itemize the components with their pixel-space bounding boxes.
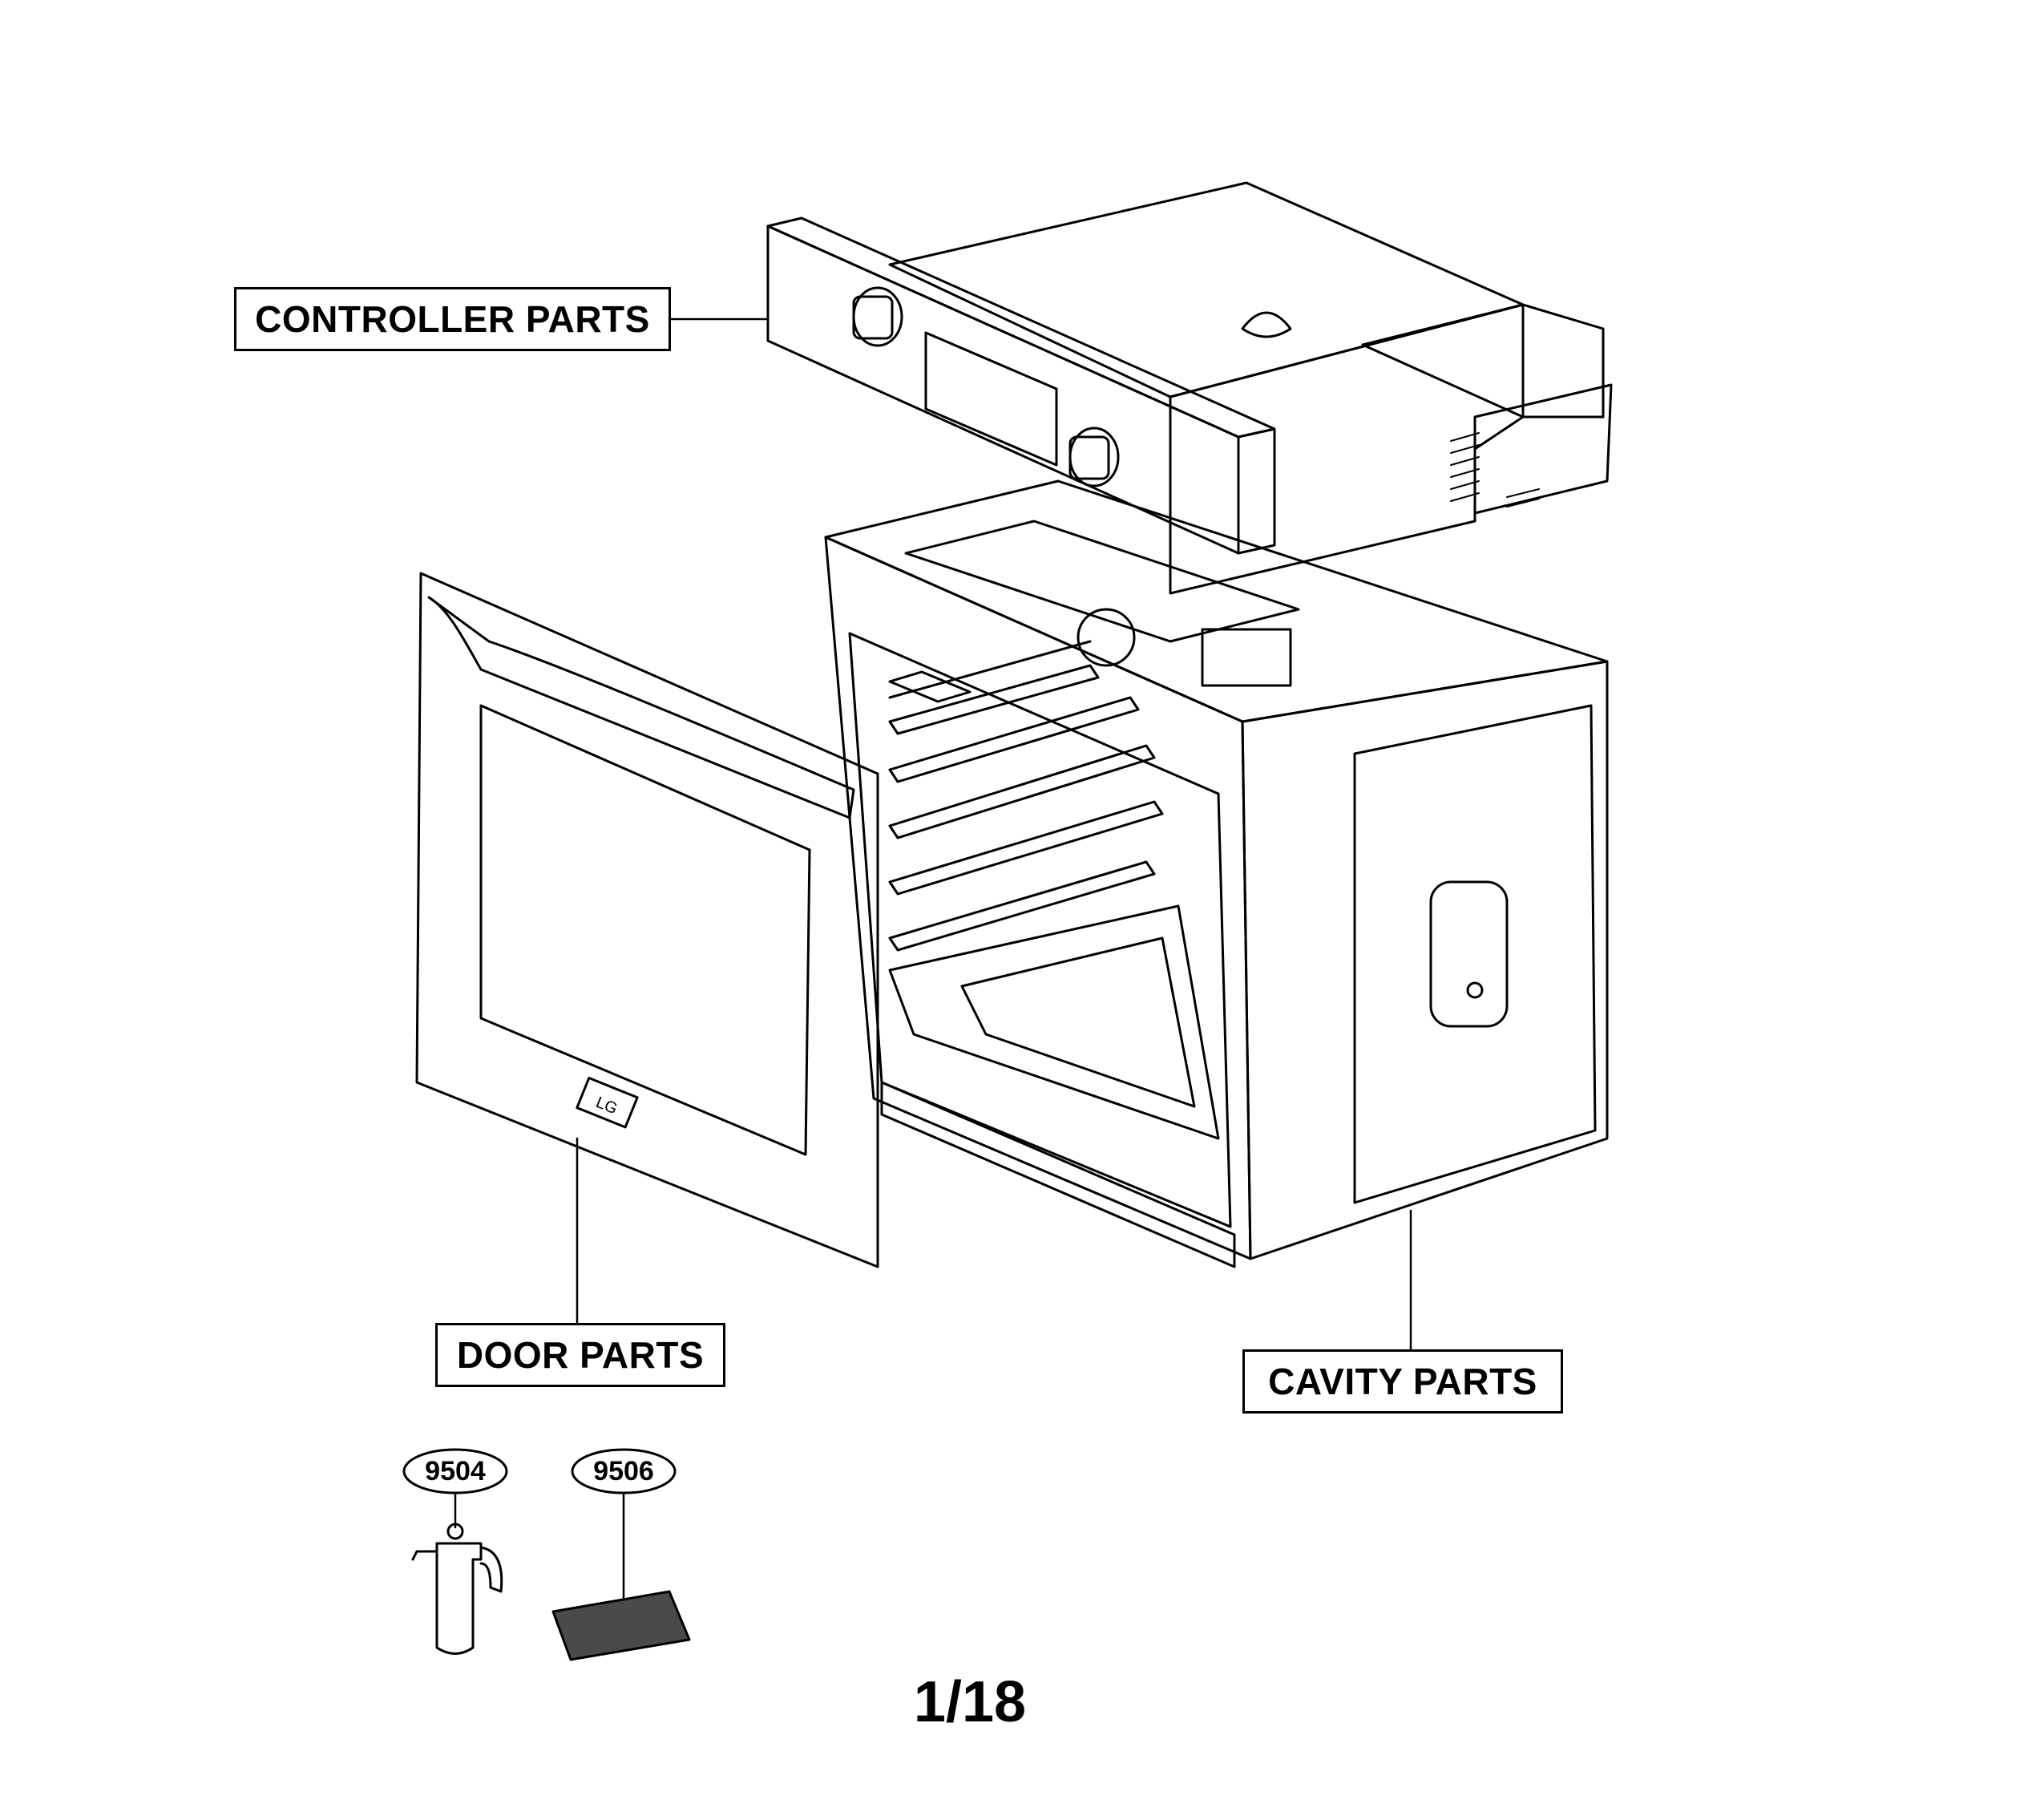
control-panel-side	[1237, 427, 1276, 555]
cavity-parts-label[interactable]: CAVITY PARTS	[1242, 1349, 1563, 1414]
callout-9504[interactable]: 9504	[425, 1455, 486, 1486]
relay-block	[1201, 628, 1292, 687]
door-outer	[415, 572, 879, 1268]
door-glass	[479, 704, 811, 1156]
controller-rear-housing	[1361, 303, 1605, 419]
cavity-front-opening	[848, 632, 1232, 1228]
knob-left	[852, 286, 903, 347]
side-cover-bolt	[1466, 981, 1484, 999]
door-logo-plate	[576, 1076, 639, 1129]
control-panel-front	[766, 224, 1240, 555]
cavity-bottom-trim	[880, 1081, 1236, 1268]
vent-slots	[1450, 432, 1540, 508]
cavity-side-inner	[1353, 704, 1597, 1204]
transformer	[1077, 608, 1136, 667]
fan-nub	[1241, 311, 1292, 338]
heating-elements	[888, 640, 1164, 952]
controller-box-top	[888, 181, 1525, 398]
cavity-side-panel	[1241, 660, 1609, 1260]
door-handle	[427, 596, 855, 819]
leader-lines	[454, 318, 1412, 1601]
cavity-floor-inner	[960, 936, 1196, 1108]
controller-rear-ledge	[1473, 383, 1613, 515]
callout-9506-oval	[571, 1448, 677, 1494]
knob-right	[1068, 427, 1120, 487]
door-logo-text: LG	[593, 1094, 620, 1118]
page-number: 1/18	[913, 1670, 1027, 1734]
side-cover-plate	[1429, 880, 1509, 1028]
oven-door: LG	[415, 572, 879, 1268]
controller-assembly	[766, 181, 1613, 595]
controller-parts-label[interactable]: CONTROLLER PARTS	[234, 287, 671, 351]
cavity-floor	[888, 904, 1220, 1140]
oven-cavity-assembly	[824, 479, 1609, 1268]
display-window	[924, 331, 1058, 467]
callout-9504-oval	[402, 1448, 508, 1494]
door-parts-label[interactable]: DOOR PARTS	[435, 1323, 725, 1387]
controller-box-side	[1169, 303, 1525, 595]
control-board	[904, 520, 1300, 643]
spray-bottle	[411, 1523, 503, 1655]
cleaning-pad	[551, 1590, 691, 1661]
callout-9506[interactable]: 9506	[593, 1455, 654, 1486]
